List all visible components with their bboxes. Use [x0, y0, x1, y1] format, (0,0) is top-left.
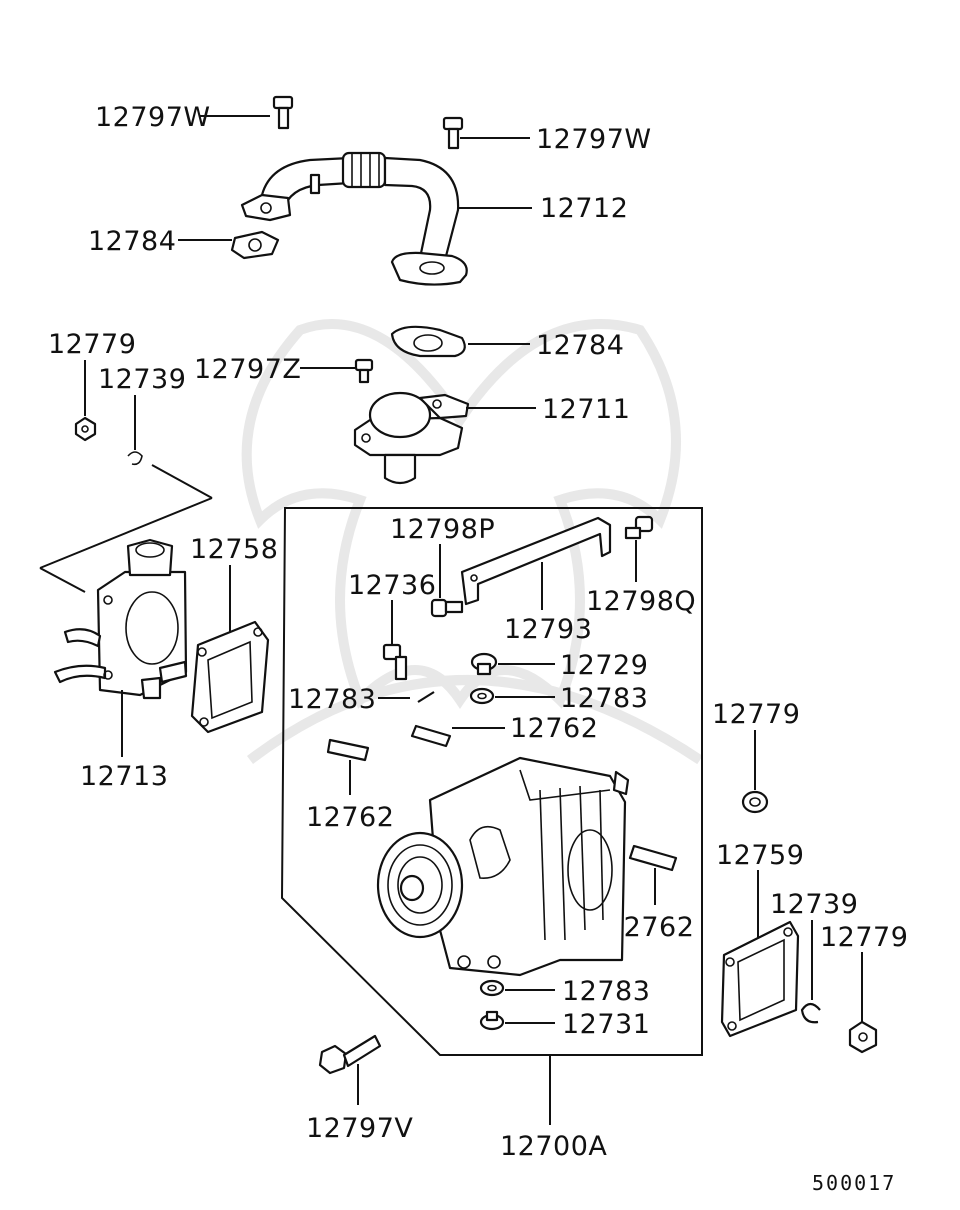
bolt-12797V [318, 1034, 382, 1075]
label-12784-top: 12784 [88, 226, 176, 257]
nut-12779-right [741, 790, 769, 814]
label-12798P: 12798P [390, 514, 495, 545]
label-12729: 12729 [560, 650, 648, 681]
assembly-outline [280, 507, 703, 1056]
label-12762-left: 12762 [306, 802, 394, 833]
label-12784-mid: 12784 [536, 330, 624, 361]
nut-12779-left [74, 416, 97, 442]
bolt-12797W-right [442, 116, 464, 150]
label-12711: 12711 [542, 394, 630, 425]
label-12779-right: 12779 [712, 699, 800, 730]
watermark [241, 319, 703, 765]
washer-12783-left [417, 691, 435, 703]
gasket-12759 [720, 920, 800, 1038]
bolt-12798P [430, 598, 464, 618]
supercharger-12700A [376, 756, 630, 977]
washer-12783-bottom [479, 979, 505, 997]
washer-12783-right [469, 687, 495, 705]
clip-12739-right [800, 1002, 821, 1024]
label-12797W-right: 12797W [536, 124, 652, 155]
throttle-body-12713 [53, 538, 188, 700]
leader-fan-12713-a [151, 464, 213, 499]
sensor-12736 [382, 643, 408, 681]
bolt-12797W-left [272, 95, 294, 130]
valve-12711 [353, 391, 470, 485]
label-12797W-left: 12797W [95, 102, 211, 133]
label-12783-left: 12783 [288, 684, 376, 715]
nut-12779-br [848, 1020, 878, 1054]
pipe-12712 [240, 151, 468, 286]
label-12713: 12713 [80, 761, 168, 792]
label-12758: 12758 [190, 534, 278, 565]
stud-12762-left [326, 738, 370, 762]
drawing-code: 500017 [812, 1171, 896, 1195]
leader-fan-12713-c [39, 567, 86, 593]
label-12797Z: 12797Z [194, 354, 301, 385]
plug-12729 [470, 652, 498, 676]
label-12700A: 12700A [500, 1131, 607, 1162]
label-12739-right: 12739 [770, 889, 858, 920]
label-12779-left: 12779 [48, 329, 136, 360]
gasket-12758 [190, 620, 270, 734]
leader-fan-12713-b [39, 497, 213, 569]
label-12759: 12759 [716, 840, 804, 871]
screw-12797Z [354, 358, 374, 384]
label-12798Q: 12798Q [586, 586, 696, 617]
gasket-12784-mid [390, 325, 466, 358]
stud-12762-right [628, 844, 678, 872]
label-12783-right: 12783 [560, 683, 648, 714]
label-12736: 12736 [348, 570, 436, 601]
clip-12739-left [127, 451, 143, 466]
label-12731: 12731 [562, 1009, 650, 1040]
bolt-12798Q [624, 515, 654, 540]
label-12762-top: 12762 [510, 713, 598, 744]
gasket-12784-top [230, 230, 280, 260]
stud-12762-top [410, 724, 452, 748]
label-12779-br: 12779 [820, 922, 908, 953]
label-12783-bottom: 12783 [562, 976, 650, 1007]
label-12793: 12793 [504, 614, 592, 645]
label-12797V: 12797V [306, 1113, 413, 1144]
bracket-12793 [460, 516, 612, 606]
label-12712: 12712 [540, 193, 628, 224]
label-12739-left: 12739 [98, 364, 186, 395]
screw-12731 [479, 1010, 505, 1031]
